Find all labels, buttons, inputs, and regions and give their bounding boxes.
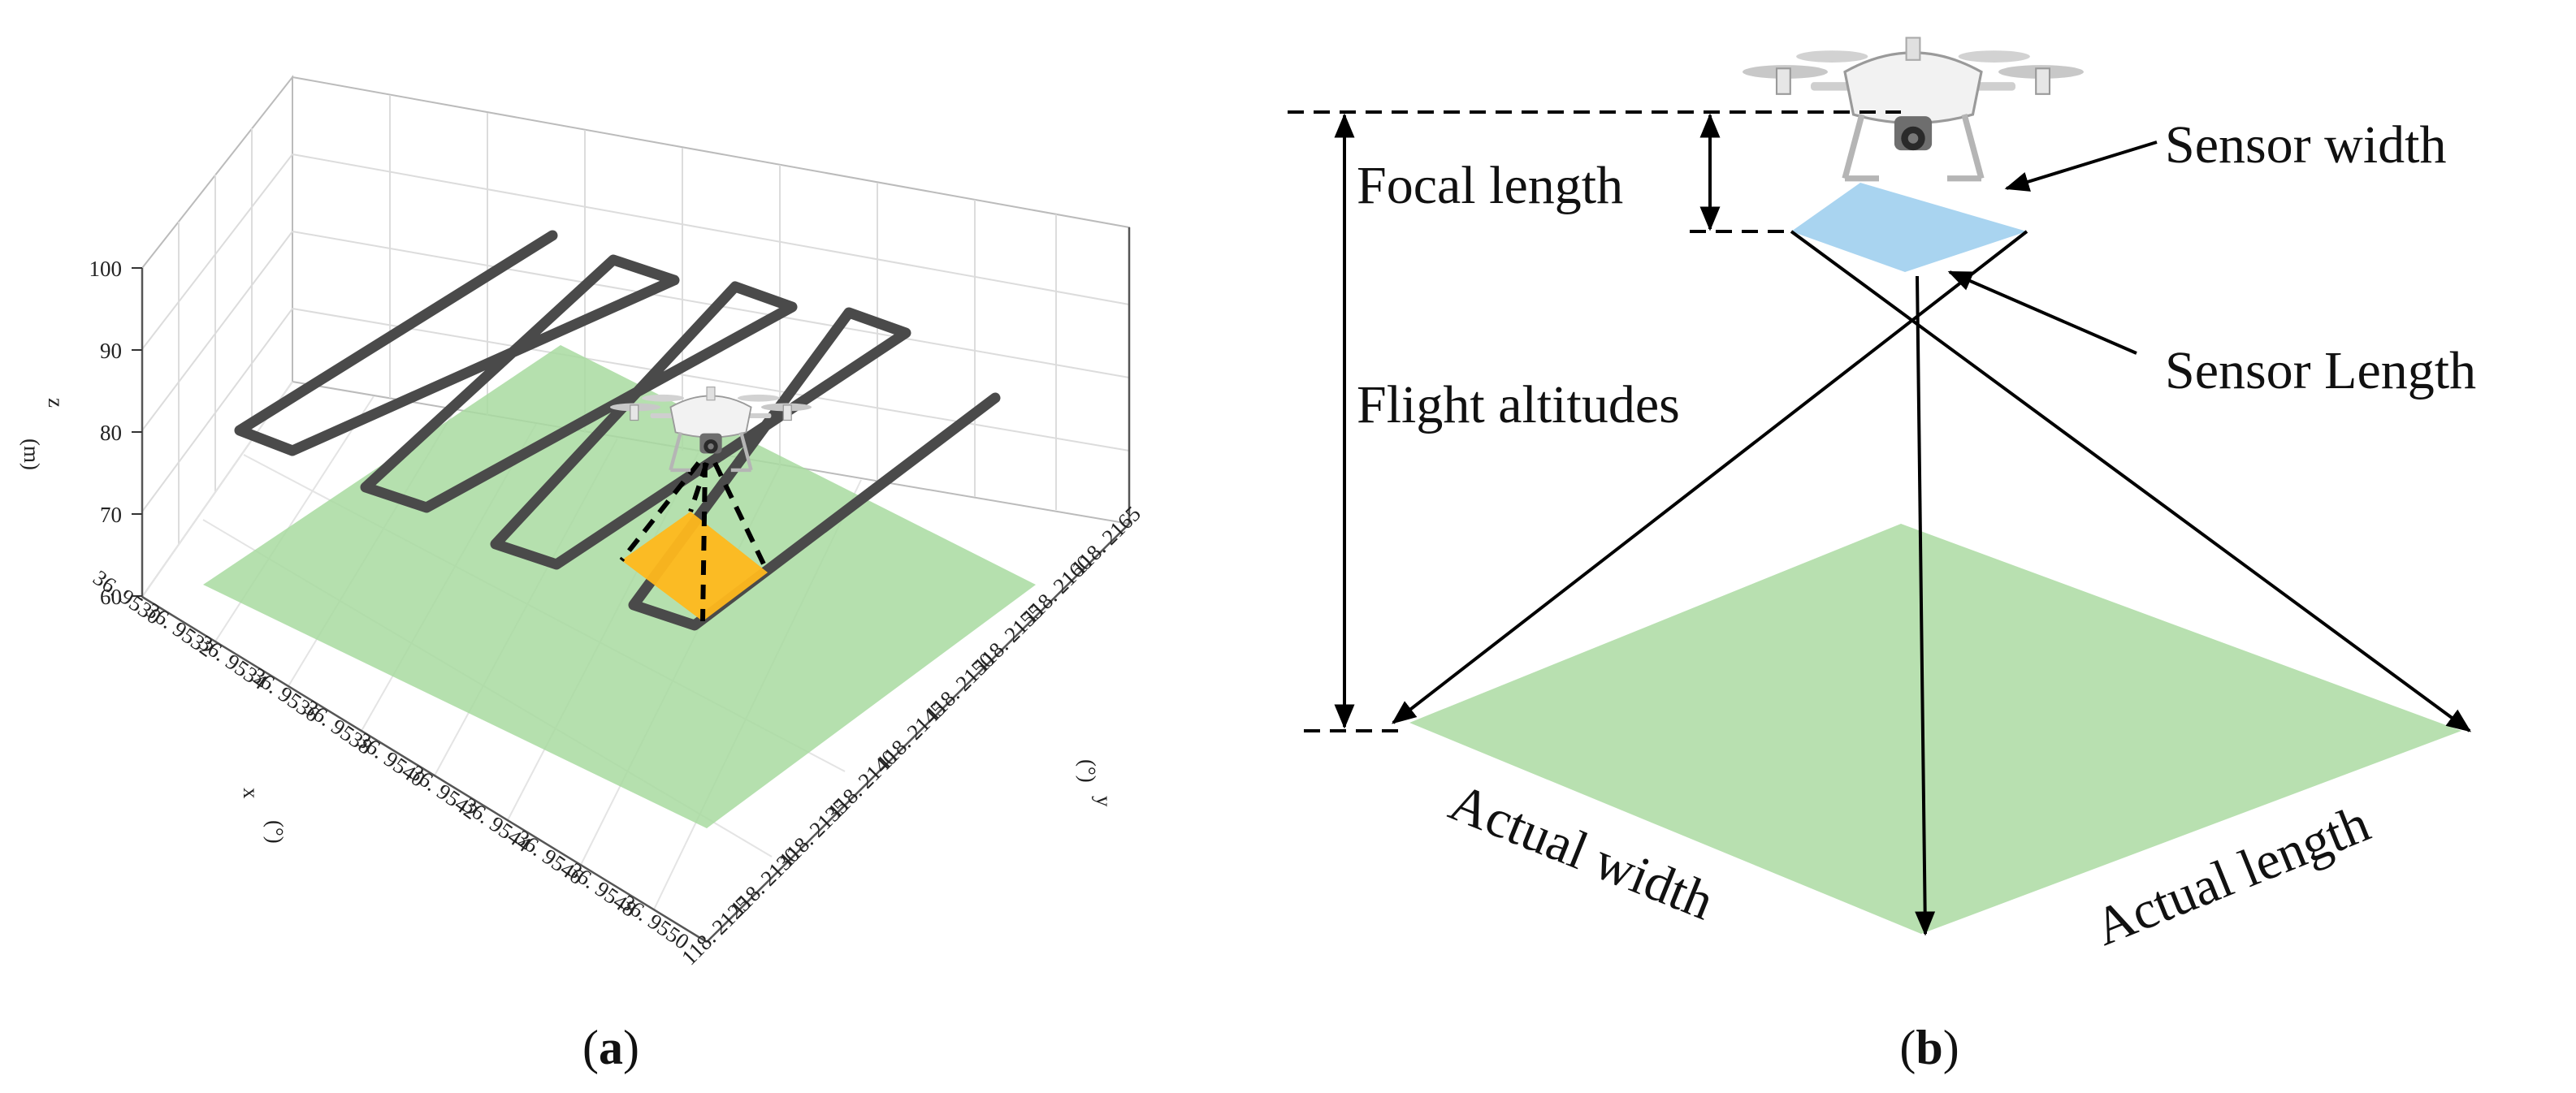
z-axis-label: z (44, 398, 68, 408)
projection-lines (1392, 230, 2472, 936)
z-tick: 100 (89, 257, 123, 281)
panel-a-3d-flight-plot: 100 90 80 70 60 z (m) 36. 9530 36. 9532 … (19, 75, 1145, 1074)
left-wall (141, 75, 293, 600)
camera-footprint (621, 512, 768, 621)
ground-plane (203, 345, 1036, 828)
drone-icon (1743, 38, 2084, 179)
focal-length-label: Focal length (1357, 156, 1623, 215)
view-cone (619, 461, 770, 622)
panel-b-label: (b) (1899, 1021, 1959, 1074)
z-axis: 100 90 80 70 60 z (m) (19, 257, 142, 609)
axes-frame (141, 227, 1131, 944)
sensor-width-pointer (2004, 140, 2158, 192)
sensor-width-label: Sensor width (2165, 115, 2447, 175)
reference-lines (1288, 110, 1901, 732)
panel-b-camera-geometry: Focal length Flight altitudes Sensor wid… (1288, 38, 2476, 1074)
ground-footprint (1409, 524, 2461, 934)
flight-altitudes-label: Flight altitudes (1357, 375, 1680, 434)
z-tick: 70 (100, 503, 122, 527)
y-axis-label: y (1092, 796, 1116, 807)
x-tick: 36. 9550 (617, 890, 694, 954)
z-axis-unit: (m) (19, 438, 44, 470)
panel-a-label: (a) (582, 1021, 639, 1074)
x-axis-label: x (239, 788, 263, 799)
x-axis-unit: (°) (263, 820, 288, 844)
z-tick: 80 (100, 421, 122, 445)
z-tick: 60 (100, 585, 122, 609)
flight-path (234, 230, 1001, 631)
y-axis-unit: (°) (1076, 759, 1100, 783)
sensor-plane (1791, 183, 2027, 272)
z-tick: 90 (100, 339, 122, 363)
sensor-length-pointer (1947, 270, 2137, 355)
sensor-length-label: Sensor Length (2165, 341, 2476, 400)
